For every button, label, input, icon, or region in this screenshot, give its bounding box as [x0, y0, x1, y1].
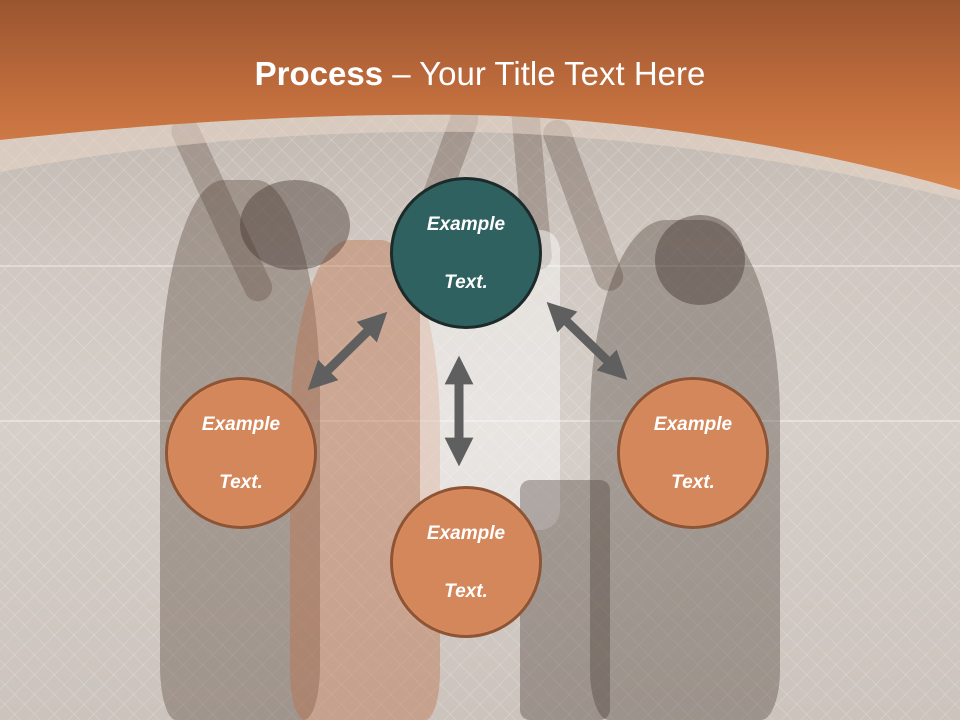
node-label-line2: Text.: [444, 271, 488, 293]
player-head: [655, 215, 745, 305]
player-head: [240, 180, 350, 270]
node-label-line2: Text.: [671, 471, 715, 493]
node-label-line1: Example: [201, 413, 281, 435]
title-rest: – Your Title Text Here: [383, 55, 706, 92]
slide-title: Process – Your Title Text Here: [0, 52, 960, 96]
double-arrow-left: [307, 311, 388, 391]
double-arrow-right: [546, 301, 628, 381]
node-label-line1: Example: [426, 522, 506, 544]
fence-rail: [0, 420, 960, 422]
node-label-line2: Text.: [444, 580, 488, 602]
node-label-line1: Example: [426, 213, 506, 235]
player-figure: [520, 480, 610, 720]
title-bold: Process: [254, 55, 384, 92]
node-label-line2: Text.: [219, 471, 263, 493]
header-band: [0, 0, 960, 200]
node-label-line1: Example: [653, 413, 733, 435]
